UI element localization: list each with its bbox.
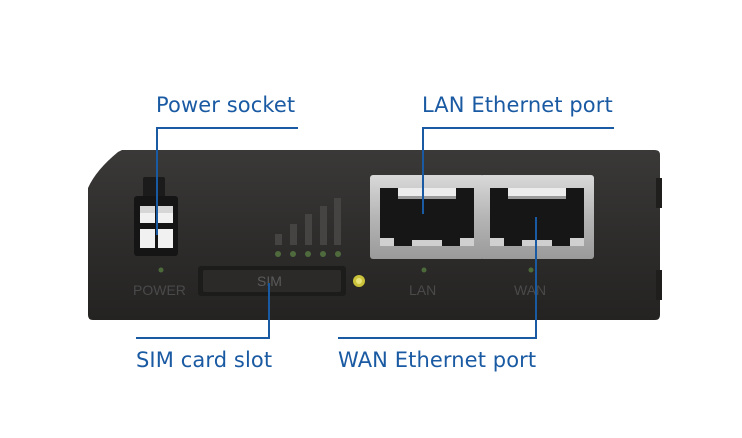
wan-port-jack — [480, 175, 594, 259]
lan-panel-label: LAN — [409, 282, 437, 298]
side-notch — [656, 178, 662, 208]
power-socket-underline — [156, 127, 298, 129]
status-led-core — [356, 278, 362, 284]
sim-slot-leader — [268, 283, 270, 339]
sim-slot-underline — [136, 337, 270, 339]
wan-panel-label: WAN — [514, 282, 547, 298]
wan-led — [528, 267, 534, 273]
side-notch — [656, 270, 662, 300]
power-socket-label: Power socket — [156, 93, 296, 117]
signal-leds — [275, 251, 341, 257]
wan-port-underline — [338, 337, 537, 339]
sim-panel-label: SIM — [257, 273, 282, 289]
lan-port-underline — [422, 127, 614, 129]
power-socket-leader — [156, 127, 158, 235]
lan-port-jack — [370, 175, 484, 259]
wan-port-label: WAN Ethernet port — [338, 348, 537, 372]
power-led — [158, 267, 164, 273]
lan-port-label: LAN Ethernet port — [422, 93, 613, 117]
wan-port-leader — [535, 217, 537, 339]
signal-strength-bars — [275, 198, 341, 245]
power-panel-label: POWER — [133, 282, 186, 298]
sim-slot-inner — [203, 270, 341, 292]
sim-slot-label: SIM card slot — [136, 348, 273, 372]
lan-port-leader — [422, 127, 424, 214]
lan-led — [421, 267, 427, 273]
